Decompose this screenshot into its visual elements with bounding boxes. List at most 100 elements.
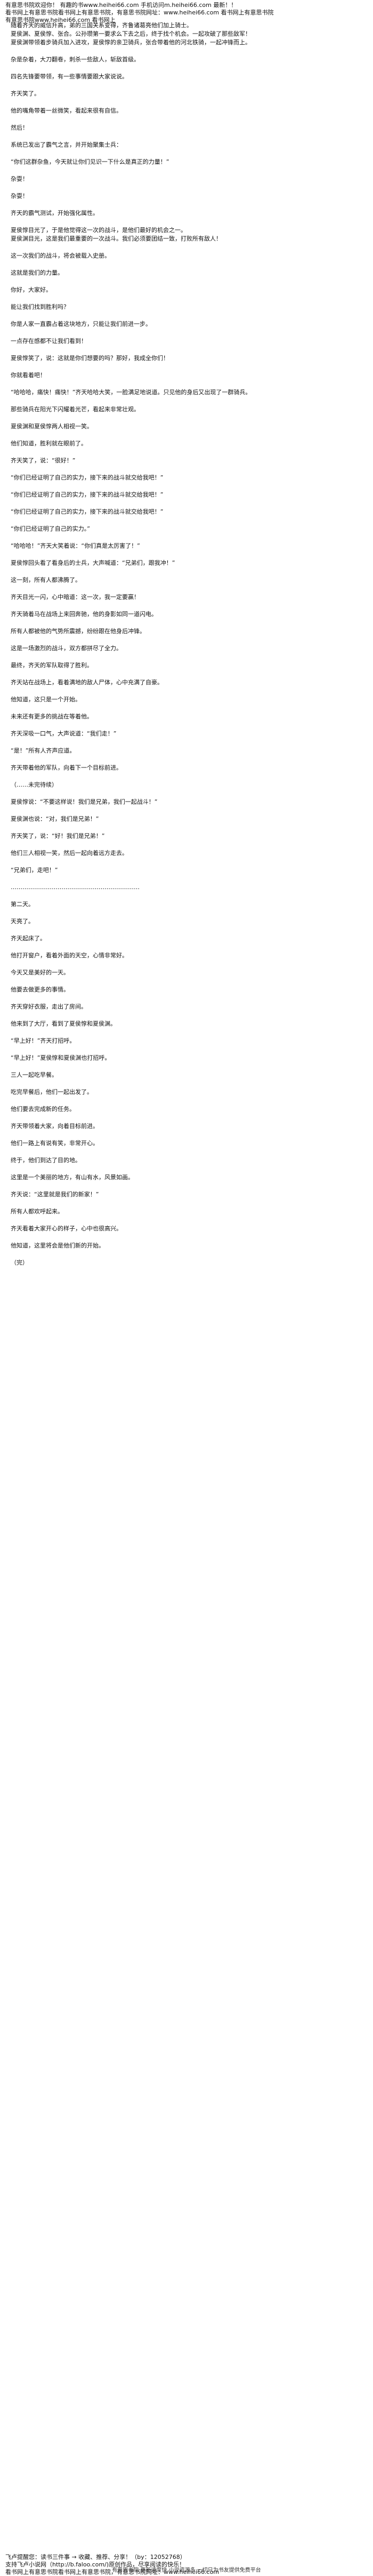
paragraph-line: （……未完待续） [11, 781, 58, 788]
paragraph-line [11, 704, 362, 713]
paragraph-line: 一点存在感都不让我们看到！ [11, 338, 87, 345]
paragraph-line: 吃完早餐后，他们一起出发了。 [11, 1089, 93, 1095]
paragraph-line: 这一刻，所有人都沸腾了。 [11, 577, 81, 583]
paragraph-line [11, 1097, 362, 1105]
paragraph-line: 他来到了大厅，看到了夏侯惇和夏侯渊。 [11, 1020, 116, 1027]
paragraph-line: 夏侯渊带领着步骑兵加入进攻，夏侯惇的亲卫骑兵，张合带着他的河北铁骑，一起冲锋而上… [11, 39, 251, 46]
paragraph-line: 齐天笑了，说：“好！我们是兄弟！” [11, 833, 105, 839]
paragraph-line: “兄弟们，走吧！” [11, 867, 58, 874]
paragraph-line [11, 115, 362, 124]
paragraph-line: “哈哈哈，痛快！痛快！”齐天哈哈大笑，一脸满足地说道。只见他的身后又出现了一群骑… [11, 389, 252, 396]
paragraph-line: 齐天带领着大家，向着目标前进。 [11, 1123, 99, 1130]
paragraph-line [11, 943, 362, 951]
paragraph-line [11, 465, 362, 474]
paragraph-line [11, 482, 362, 491]
paragraph-line: 夏侯惇笑了，说：这就是你们想要的吗？那好，我成全你们！ [11, 355, 169, 362]
paragraph-line: 然后！ [11, 124, 28, 131]
paragraph-line: 夏侯惇回头看了看身后的士兵，大声喊道：“兄弟们，跟我冲！” [11, 559, 175, 566]
paragraph-line [11, 550, 362, 559]
paragraph-line [11, 602, 362, 610]
paragraph-line [11, 414, 362, 422]
paragraph-line [11, 1165, 362, 1173]
paragraph-line [11, 1199, 362, 1207]
paragraph-line [11, 64, 362, 73]
paragraph-line: “哈哈哈！”齐天大笑着说：“你们真是太厉害了！” [11, 542, 140, 549]
paragraph-line: 随着齐天的威信升高，弟的三国关系变得，齐鲁诸葛亮他们加上骑士。 [11, 22, 192, 29]
paragraph-line: 杂是杂着，大刀翻卷，刺杀一些敌人，斩敌首级。 [11, 56, 140, 63]
paragraph-line: 他们要去完成新的任务。 [11, 1106, 75, 1113]
page-header: 有意思书院欢迎你！ 有趣的书www.heihei66.com 手机访问m.hei… [5, 2, 368, 23]
paragraph-line: 所有人都欢呼起来。 [11, 1208, 63, 1215]
paragraph-line: 这里是一个美丽的地方，有山有水，风景如画。 [11, 1174, 134, 1181]
paragraph-line [11, 1079, 362, 1088]
paragraph-line [11, 98, 362, 107]
header-line-1: 有意思书院欢迎你！ 有趣的书www.heihei66.com 手机访问m.hei… [5, 2, 237, 9]
paragraph-line: 夏侯惇目光了，于是他觉得这一次的战斗，是他们最好的机会之一。 [11, 227, 186, 234]
paragraph-line: 未来还有更多的挑战在等着他。 [11, 713, 93, 720]
paragraph-line: 齐天笑了。 [11, 90, 40, 97]
paragraph-line: 第二天。 [11, 901, 34, 908]
bottom-line-2: 支持飞卢小说网（http://b.faloo.com/)原创作品，尽享阅读的快乐… [5, 2561, 185, 2568]
paragraph-line [11, 311, 362, 320]
paragraph-line [11, 772, 362, 781]
paragraph-line [11, 585, 362, 593]
paragraph-line: 夏侯惇说：“不要这样说！我们是兄弟，我们一起战斗！” [11, 798, 158, 805]
paragraph-line [11, 183, 362, 192]
paragraph-line: 天亮了。 [11, 918, 34, 925]
paragraph-line: 夏侯渊和夏侯惇两人相视一笑。 [11, 423, 93, 430]
paragraph-line: 这一次我们的战斗，将会被载入史册。 [11, 252, 110, 259]
paragraph-line [11, 1250, 362, 1259]
paragraph-line [11, 499, 362, 508]
paragraph-line [11, 1045, 362, 1054]
paragraph-line [11, 346, 362, 354]
bottom-line-3: 看书网上有意思书院看书网上有意思书院，有意思书院网址：www.heihei66.… [5, 2569, 220, 2575]
paragraph-line: 齐天目光一闪，心中暗道：这一次，我一定要赢！ [11, 594, 140, 601]
paragraph-line: 你好，大家好。 [11, 286, 52, 293]
paragraph-line [11, 1233, 362, 1242]
paragraph-line: 杂耍！ [11, 193, 28, 199]
paragraph-line [11, 636, 362, 644]
bottom-line-1: 飞卢提醒您：读书三件事 → 收藏、推荐、分享！（by：12052768） [5, 2554, 186, 2561]
paragraph-line [11, 789, 362, 798]
paragraph-line [11, 1216, 362, 1225]
paragraph-line [11, 841, 362, 849]
paragraph-line [11, 81, 362, 90]
paragraph-line: 齐天的霸气测试，开始强化属性。 [11, 210, 99, 217]
paragraph-line: 他打开窗户，看着外面的天空，心情非常好。 [11, 952, 128, 959]
paragraph-line: 你就看着吧！ [11, 372, 46, 379]
paragraph-line [11, 653, 362, 661]
paragraph-line [11, 516, 362, 525]
paragraph-line: 齐天带着他的军队，向着下一个目标前进。 [11, 764, 122, 771]
paragraph-line [11, 1148, 362, 1156]
article-body: 随着齐天的威信升高，弟的三国关系变得，齐鲁诸葛亮他们加上骑士。夏侯渊、夏侯惇、张… [11, 21, 362, 1267]
paragraph-line [11, 149, 362, 158]
paragraph-line: 他们知道，胜利就在眼前了。 [11, 440, 87, 447]
paragraph-line: 四名先锋要带领，有一些事情要跟大家说说。 [11, 73, 128, 80]
paragraph-line: 他的嘴角带着一丝微笑，看起来很有自信。 [11, 107, 122, 114]
paragraph-line: “早上好！”齐天打招呼。 [11, 1037, 76, 1044]
paragraph-line [11, 875, 362, 883]
paragraph-line [11, 448, 362, 457]
page-footer: 有意思书院 更新速度快 小说资源多 一切只为书友提供免费平台 [112, 2567, 261, 2573]
paragraph-line [11, 1131, 362, 1139]
paragraph-line: 终于，他们到达了目的地。 [11, 1157, 81, 1164]
paragraph-line [11, 397, 362, 405]
paragraph-line [11, 294, 362, 303]
paragraph-line [11, 738, 362, 747]
paragraph-line [11, 1062, 362, 1071]
paragraph-line: 你是人家一直霸占着这块地方，只能让我们前进一步。 [11, 321, 151, 327]
paragraph-line: 他们一路上有说有笑，非常开心。 [11, 1140, 99, 1147]
paragraph-line: 夏侯渊也说：“对，我们是兄弟！” [11, 815, 99, 822]
paragraph-line [11, 721, 362, 730]
paragraph-line [11, 670, 362, 678]
paragraph-line [11, 892, 362, 900]
paragraph-line: 系统已发出了霸气之言，并开始聚集士兵： [11, 141, 122, 148]
paragraph-line: “你们这群杂鱼，今天就让你们见识一下什么是真正的力量！” [11, 158, 169, 165]
paragraph-line: 他们三人相视一笑，然后一起向着远方走去。 [11, 850, 128, 857]
paragraph-line [11, 755, 362, 764]
paragraph-line: 他知道，这只是一个开始。 [11, 696, 81, 703]
paragraph-line: 这就是我们的力量。 [11, 269, 63, 276]
paragraph-line: 杂耍！ [11, 175, 28, 182]
paragraph-line: 三人一起吃早餐。 [11, 1071, 58, 1078]
paragraph-line: “你们已经证明了自己的实力，接下来的战斗就交给我吧！” [11, 508, 164, 515]
